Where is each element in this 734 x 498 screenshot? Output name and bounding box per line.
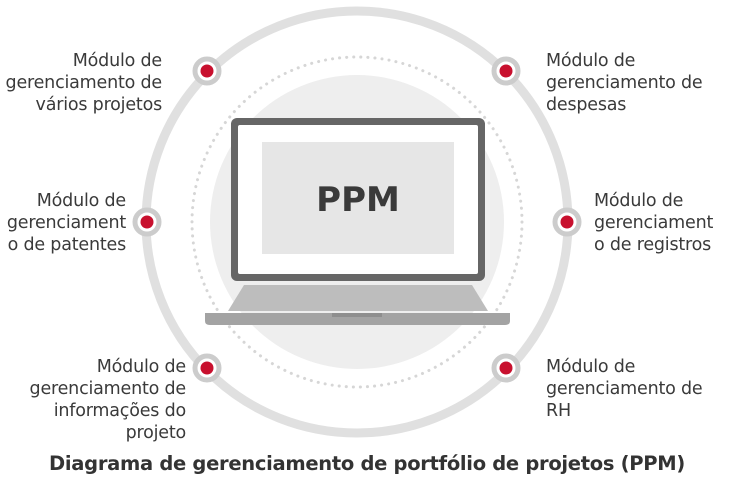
laptop-keyboard-deck (228, 285, 488, 311)
node-bottom-right (491, 353, 521, 383)
node-top-right (491, 56, 521, 86)
laptop-base-notch (332, 313, 382, 317)
module-label-bottom-left: Módulo de gerenciamento de informações d… (29, 357, 187, 443)
node-bottom-left (192, 353, 222, 383)
module-label-top-right: Módulo de gerenciamento de despesas (546, 51, 703, 115)
laptop-screen (262, 142, 454, 254)
node-mid-left (132, 207, 162, 237)
node-top-left (192, 56, 222, 86)
module-label-top-left: Módulo de gerenciamento de vários projet… (5, 51, 163, 115)
center-label: PPM (316, 180, 400, 220)
laptop-base (205, 313, 510, 325)
dotted-ring (190, 55, 524, 389)
diagram-caption: Diagrama de gerenciamento de portfólio d… (49, 452, 685, 475)
module-label-mid-left: Módulo de gerenciament o de patentes (6, 191, 126, 255)
node-mid-right (552, 207, 582, 237)
module-label-bottom-right: Módulo de gerenciamento de RH (546, 357, 703, 421)
module-label-mid-right: Módulo de gerenciament o de registros (594, 191, 714, 255)
